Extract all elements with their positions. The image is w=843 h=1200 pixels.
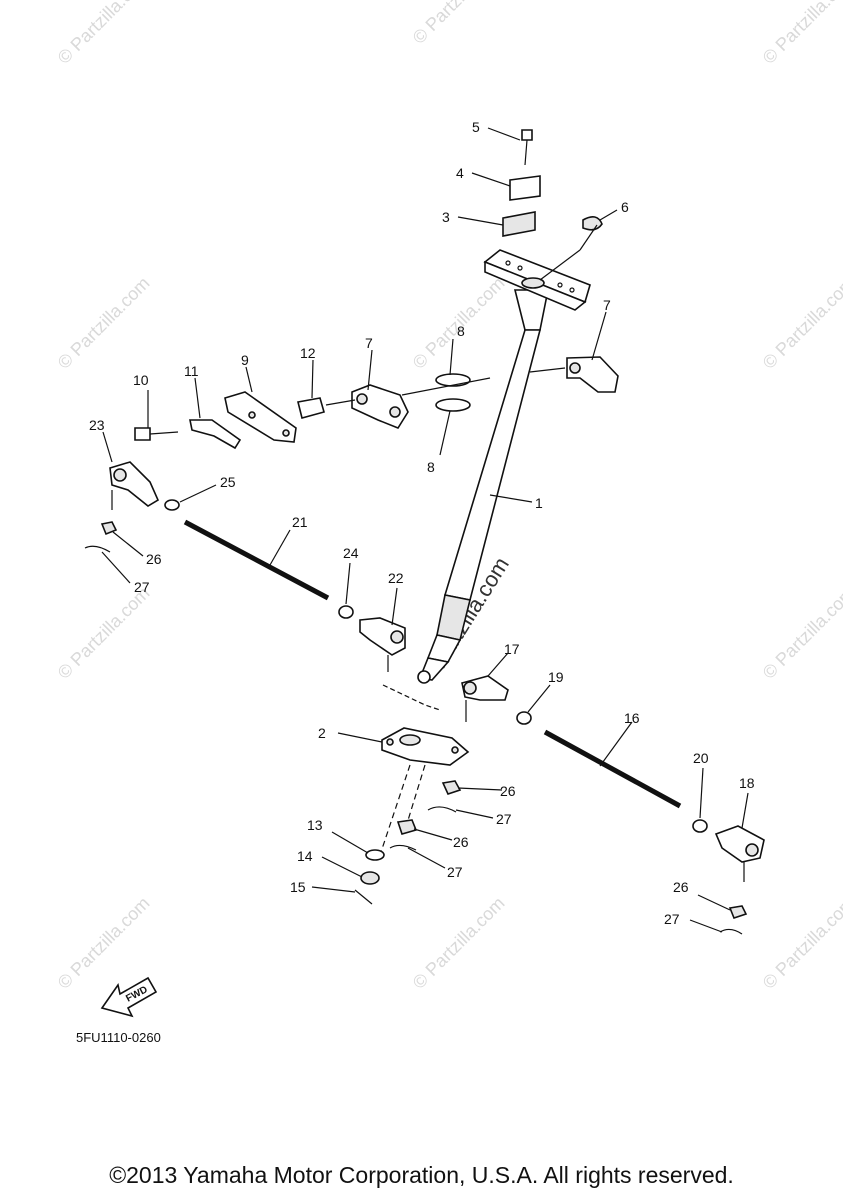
callout-2: 2 bbox=[318, 725, 326, 741]
callout-26: 26 bbox=[146, 551, 162, 567]
callout-25: 25 bbox=[220, 474, 236, 490]
callout-17: 17 bbox=[504, 641, 520, 657]
callout-20: 20 bbox=[693, 750, 709, 766]
callout-labels: 5 4 3 6 7 8 7 12 9 11 10 23 8 25 1 21 24… bbox=[89, 119, 755, 927]
callout-9: 9 bbox=[241, 352, 249, 368]
callout-7: 7 bbox=[603, 297, 611, 313]
callout-8: 8 bbox=[427, 459, 435, 475]
callout-19: 19 bbox=[548, 669, 564, 685]
callout-26: 26 bbox=[673, 879, 689, 895]
callout-27: 27 bbox=[447, 864, 463, 880]
callout-22: 22 bbox=[388, 570, 404, 586]
right-tie-rod-assembly bbox=[461, 675, 765, 882]
callout-1: 1 bbox=[535, 495, 543, 511]
watermark: © Partzilla.com bbox=[759, 273, 843, 373]
right-bracket bbox=[566, 356, 619, 393]
callout-18: 18 bbox=[739, 775, 755, 791]
callout-26: 26 bbox=[500, 783, 516, 799]
watermark: © Partzilla.com bbox=[759, 0, 843, 68]
watermark: © Partzilla.com bbox=[54, 893, 154, 993]
watermark: © Partzilla.com bbox=[54, 583, 154, 683]
callout-27: 27 bbox=[496, 811, 512, 827]
diagram-code: 5FU1110-0260 bbox=[76, 1030, 161, 1045]
callout-4: 4 bbox=[456, 165, 464, 181]
callout-21: 21 bbox=[292, 514, 308, 530]
fwd-arrow-icon: FWD bbox=[100, 976, 158, 1018]
circlip-lower bbox=[435, 398, 471, 412]
left-bracket-assembly bbox=[134, 384, 409, 450]
callout-27: 27 bbox=[664, 911, 680, 927]
callout-7: 7 bbox=[365, 335, 373, 351]
watermark: © Partzilla.com bbox=[409, 893, 509, 993]
callout-14: 14 bbox=[297, 848, 313, 864]
leader-lines bbox=[101, 127, 749, 933]
callout-12: 12 bbox=[300, 345, 316, 361]
watermark: © Partzilla.com bbox=[759, 583, 843, 683]
tie-rod-21 bbox=[183, 519, 330, 601]
callout-13: 13 bbox=[307, 817, 323, 833]
circlip-upper bbox=[435, 373, 471, 387]
watermark: © Partzilla.com bbox=[409, 0, 509, 48]
pitman-arm bbox=[379, 684, 470, 856]
callout-16: 16 bbox=[624, 710, 640, 726]
watermark: © Partzilla.com bbox=[54, 273, 154, 373]
callout-27: 27 bbox=[134, 579, 150, 595]
steering-column bbox=[417, 249, 591, 684]
callout-11: 11 bbox=[184, 363, 199, 379]
callout-23: 23 bbox=[89, 417, 105, 433]
tie-rod-end-22 bbox=[338, 605, 406, 672]
callout-24: 24 bbox=[343, 545, 359, 561]
copyright-notice: ©2013 Yamaha Motor Corporation, U.S.A. A… bbox=[109, 1162, 734, 1188]
callout-5: 5 bbox=[472, 119, 480, 135]
callout-10: 10 bbox=[133, 372, 149, 388]
watermark: © Partzilla.com bbox=[759, 893, 843, 993]
top-holder bbox=[502, 129, 603, 237]
callout-6: 6 bbox=[621, 199, 629, 215]
watermark: © Partzilla.com bbox=[54, 0, 154, 68]
callout-8: 8 bbox=[457, 323, 465, 339]
callout-3: 3 bbox=[442, 209, 450, 225]
callout-15: 15 bbox=[290, 879, 306, 895]
tie-rod-end-23 bbox=[84, 461, 180, 553]
lower-hardware bbox=[354, 780, 748, 935]
callout-26: 26 bbox=[453, 834, 469, 850]
